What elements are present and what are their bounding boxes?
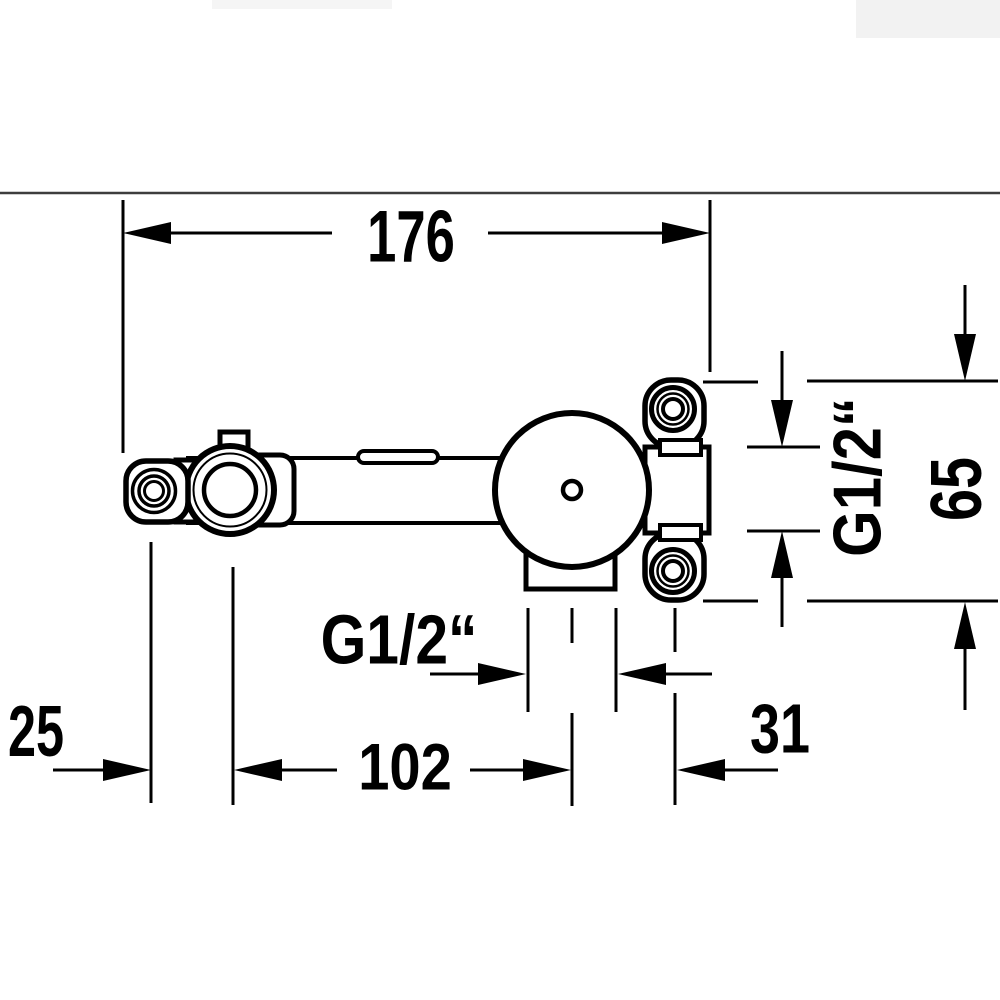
- dim-label-176: 176: [367, 196, 455, 277]
- arrowhead-right-icon: [523, 759, 571, 781]
- dimension-port-span: G1/2“: [747, 351, 895, 627]
- dim-label-g12-bottom: G1/2“: [321, 599, 478, 678]
- bottom-port-tab: [658, 523, 703, 542]
- left-port-ring-outer: [130, 467, 178, 515]
- dimension-width-total: 176: [121, 196, 712, 453]
- arrowhead-up-icon: [771, 531, 793, 578]
- arrowhead-up-icon: [954, 602, 976, 649]
- top-port-ring-mid: [656, 392, 690, 426]
- dim-label-65: 65: [916, 457, 997, 521]
- left-port-ring-inner: [143, 480, 165, 502]
- valve-thin-ring: [192, 452, 268, 528]
- arrowhead-down-icon: [954, 334, 976, 381]
- arrowhead-down-icon: [771, 400, 793, 447]
- bottom-port-ring-inner: [661, 559, 685, 583]
- arrowhead-right-icon: [103, 759, 151, 781]
- arrowhead-left-icon: [618, 663, 666, 685]
- arrowhead-left-icon: [123, 222, 171, 244]
- arrowhead-left-icon: [234, 759, 282, 781]
- left-port-ring-mid: [137, 474, 171, 508]
- fixture-body: [123, 377, 712, 603]
- bottom-port-ring-mid: [656, 554, 690, 588]
- arrowhead-right-icon: [478, 663, 526, 685]
- dim-label-102: 102: [358, 730, 452, 803]
- top-port-ring-inner: [661, 397, 685, 421]
- valve-inner-circle: [201, 461, 259, 519]
- mounting-bracket: [642, 444, 712, 536]
- spout-center-hole: [560, 478, 584, 502]
- dim-label-25: 25: [8, 692, 64, 772]
- arrowhead-right-icon: [662, 222, 710, 244]
- scan-artifact-top-left: [212, 0, 392, 9]
- dimension-connection-height: 65: [703, 285, 998, 710]
- valve-outer-circle: [183, 443, 277, 537]
- dimension-bottom-row: 25 102 31: [8, 542, 810, 805]
- arrowhead-left-icon: [677, 759, 725, 781]
- top-port-tab: [658, 438, 703, 457]
- tube-clip: [356, 449, 440, 465]
- dim-label-g12-side: G1/2“: [819, 397, 895, 557]
- dimension-bottom-outlet: G1/2“: [321, 599, 712, 806]
- dim-label-31: 31: [750, 690, 810, 768]
- scan-artifact-top-right: [856, 0, 1000, 38]
